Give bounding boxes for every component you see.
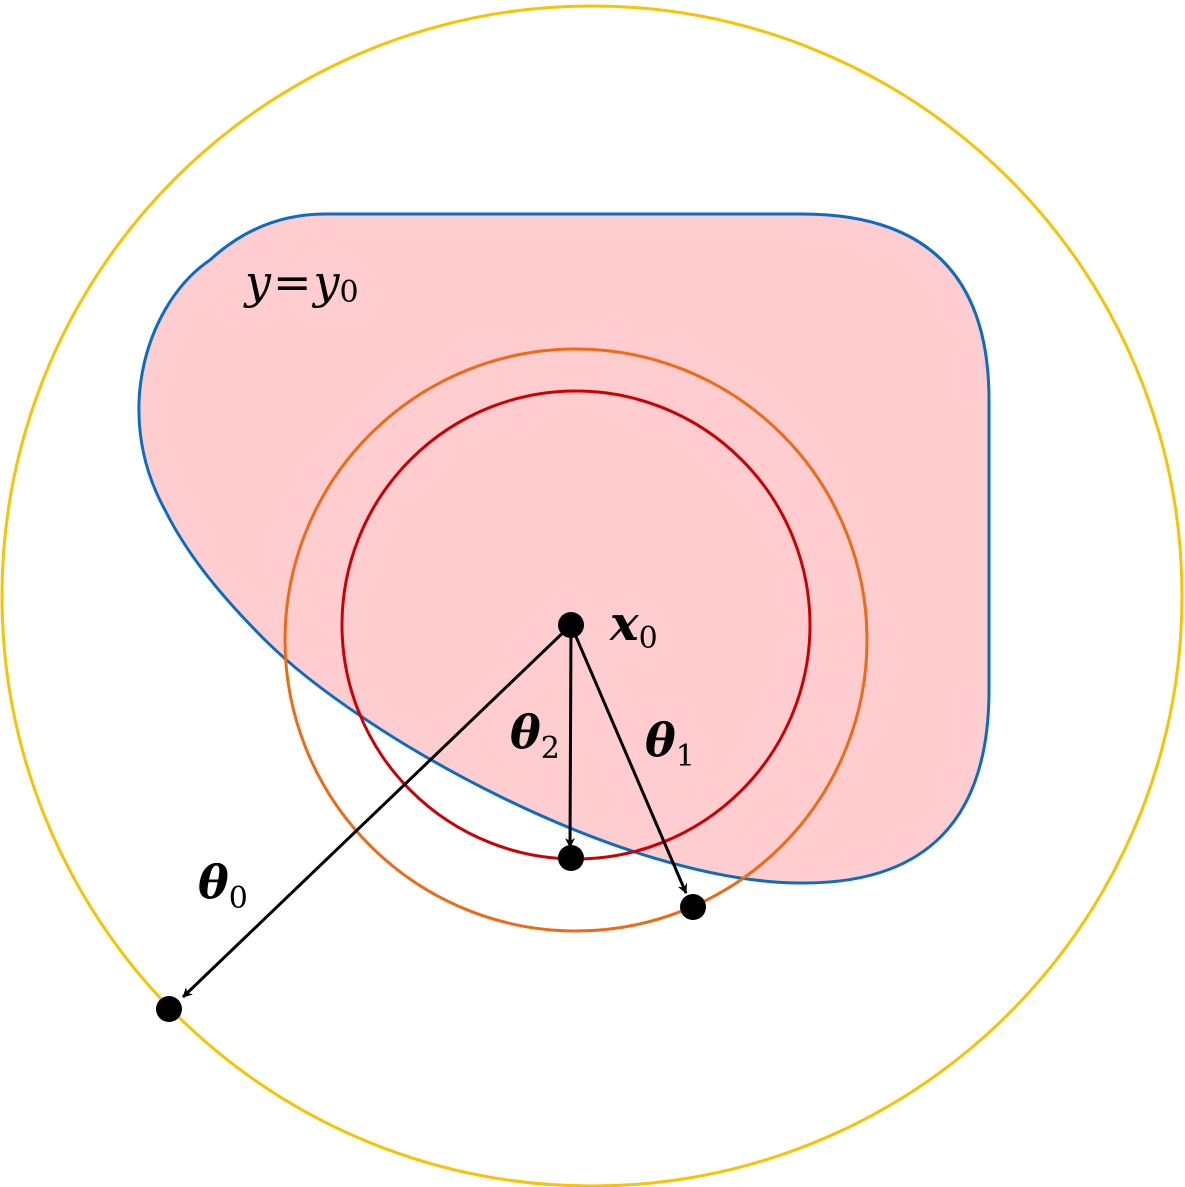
theta2-label: θ2	[510, 705, 560, 766]
x0-point	[558, 612, 584, 638]
theta1-label: θ1	[645, 713, 695, 774]
theta2-label-main: θ	[510, 705, 541, 759]
theta2-label-sub: 2	[541, 731, 560, 766]
x0-label-main: x	[609, 596, 640, 652]
theta0-arrow	[181, 623, 573, 999]
x0-label: x0	[609, 596, 658, 656]
theta0-point	[156, 996, 182, 1022]
theta2-point	[558, 845, 584, 871]
region-label: y=y0	[243, 255, 359, 310]
region-label-rhs: y	[312, 255, 341, 309]
region-label-sub: 0	[340, 275, 359, 310]
region-label-main: y	[243, 255, 272, 309]
theta1-point	[680, 894, 706, 920]
theta1-arrow	[569, 624, 688, 894]
region-label-eq: =	[273, 255, 312, 309]
x0-label-sub: 0	[639, 621, 658, 656]
theta0-label-sub: 0	[229, 881, 248, 916]
theta2-arrow	[565, 624, 576, 848]
theta1-label-sub: 1	[676, 739, 695, 774]
theta0-label: θ0	[198, 855, 248, 916]
outer-circle	[0, 4, 1184, 1187]
theta1-label-main: θ	[645, 713, 676, 767]
theta0-label-main: θ	[198, 855, 229, 909]
middle-circle	[283, 347, 869, 933]
target-region	[137, 212, 991, 885]
